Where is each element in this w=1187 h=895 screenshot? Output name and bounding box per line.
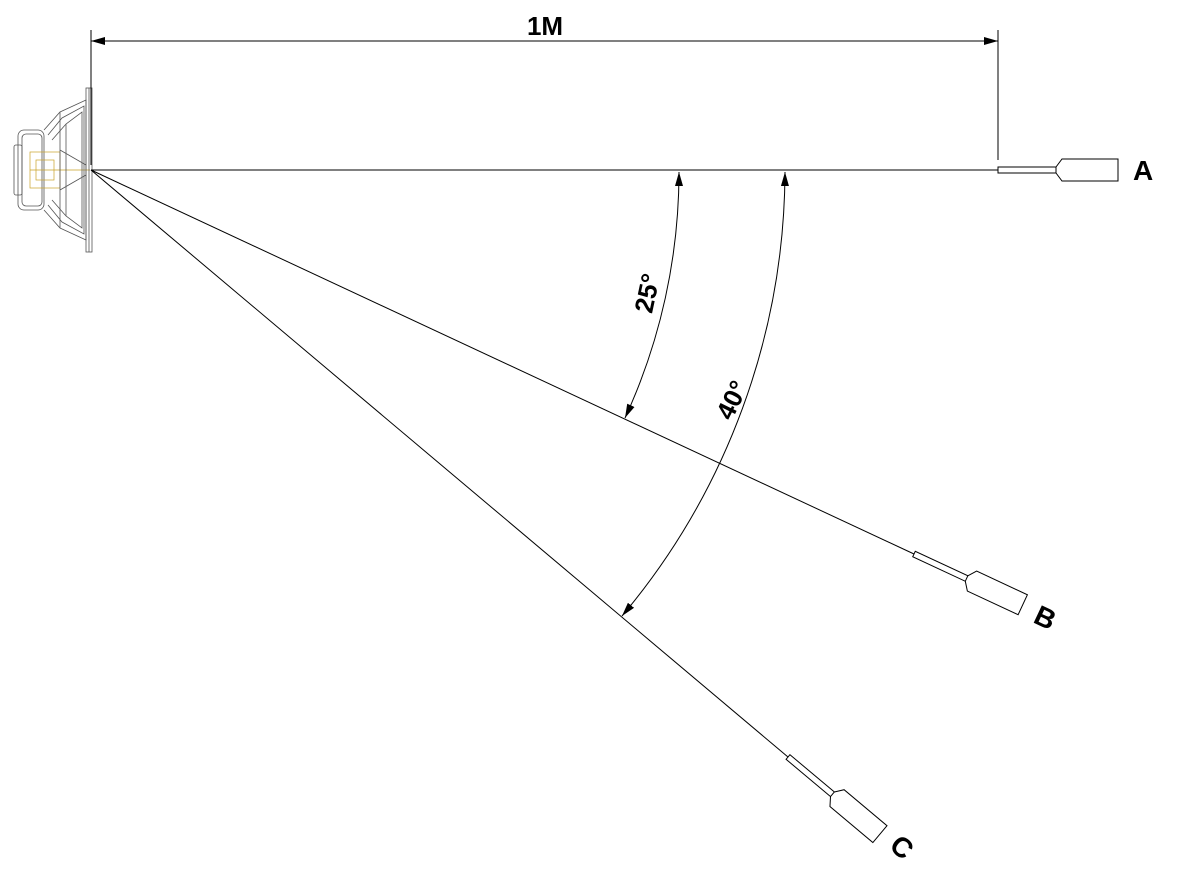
microphone-b: [912, 550, 1029, 616]
measurement-axes: [90, 169, 998, 758]
distance-dimension: 1M: [90, 11, 999, 165]
axis-line-c: [90, 169, 789, 758]
microphone-icon: [785, 753, 888, 844]
microphone-a: [997, 158, 1119, 182]
microphone-icon: [912, 550, 1029, 616]
angle-arcs: 25° 40°: [621, 171, 789, 617]
microphone-c: [785, 753, 888, 844]
speaker-icon: [13, 87, 93, 253]
angle-label-40: 40°: [710, 376, 754, 424]
mic-c-label: C: [884, 829, 919, 866]
distance-label: 1M: [527, 11, 563, 41]
angle-arc-40: [621, 171, 789, 617]
microphone-icon: [997, 158, 1119, 182]
axis-line-b: [90, 169, 915, 555]
angle-label-25: 25°: [628, 271, 666, 316]
mic-a-label: A: [1133, 155, 1153, 186]
mic-b-label: B: [1029, 599, 1060, 636]
